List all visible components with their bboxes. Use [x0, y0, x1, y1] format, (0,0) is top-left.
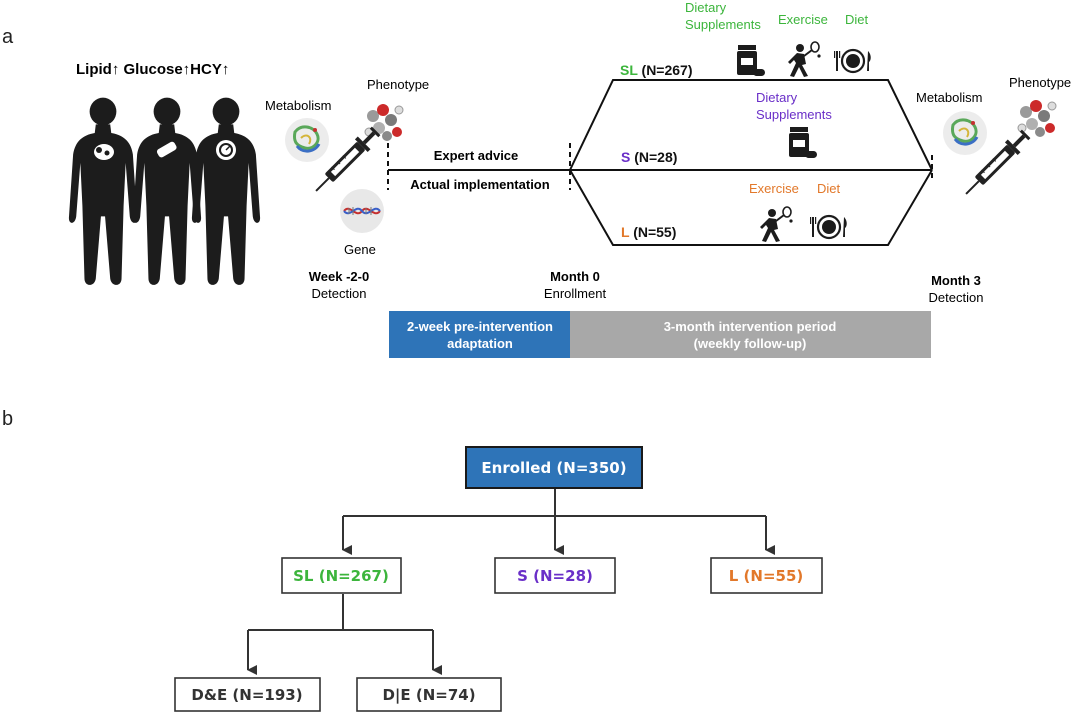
- sl-group-code: SL: [620, 62, 638, 78]
- left-phenotype-label: Phenotype: [367, 77, 429, 92]
- l-branch-line: [569, 169, 933, 246]
- sl-box-label: SL (N=267): [293, 567, 389, 585]
- s-box: [494, 557, 616, 594]
- die-box-count: (N=74): [416, 686, 476, 704]
- risk-factors-label: Lipid↑ Glucose↑HCY↑: [76, 61, 229, 78]
- human-silhouette-icon: [191, 97, 261, 285]
- flowchart-connectors: [247, 488, 775, 675]
- pre-intervention-line1: 2-week pre-intervention: [407, 319, 553, 334]
- enrolled-label: Enrolled (N=350): [481, 459, 626, 477]
- l-group-label: L (N=55): [621, 224, 676, 240]
- l-group-code: L: [621, 224, 630, 240]
- panel-a-label: a: [2, 26, 14, 48]
- plate-icon: [832, 48, 872, 74]
- week-label: Week -2-0: [309, 269, 369, 284]
- left-metabolism-label: Metabolism: [265, 98, 331, 113]
- die-box-prefix: D|E: [382, 686, 415, 705]
- die-box: [356, 677, 502, 712]
- de-box-count: (N=193): [232, 686, 302, 704]
- human-silhouette-icon: [68, 97, 138, 285]
- enrolled-box: [465, 446, 643, 489]
- expert-advice-label: Expert advice: [434, 148, 519, 163]
- s-group-count: (N=28): [630, 149, 677, 165]
- right-metabolism-label: Metabolism: [916, 90, 982, 105]
- pre-intervention-line2: adaptation: [447, 336, 513, 351]
- s-box-label: S (N=28): [517, 567, 593, 585]
- intervention-period-bar: [570, 311, 931, 358]
- sl-branch-line: [569, 79, 933, 171]
- l-tag-diet: Diet: [817, 181, 841, 196]
- intervention-period-line2: (weekly follow-up): [694, 336, 807, 351]
- s-group-code: S: [621, 149, 630, 165]
- runner-icon: [759, 206, 794, 243]
- l-box-label: L (N=55): [729, 567, 804, 585]
- dna-icon: [339, 188, 385, 234]
- protein-icon: [283, 116, 331, 164]
- right-phenotype-label: Phenotype: [1009, 75, 1071, 90]
- die-box-label: D|E (N=74): [382, 686, 475, 705]
- left-gene-label: Gene: [344, 242, 376, 257]
- month0-sub-label: Enrollment: [544, 286, 607, 301]
- sl-box: [281, 557, 402, 594]
- de-box-label: D&E (N=193): [191, 686, 302, 704]
- pre-intervention-bar: [389, 311, 570, 358]
- human-silhouette-icon: [132, 97, 202, 285]
- sl-tag-supplements: Supplements: [685, 17, 761, 32]
- sl-group-label: SL (N=267): [620, 62, 693, 78]
- plate-icon: [808, 214, 848, 240]
- month3-sub-label: Detection: [929, 290, 984, 305]
- panel-b-label: b: [2, 408, 13, 430]
- protein-icon: [941, 109, 989, 157]
- actual-implementation-label: Actual implementation: [410, 177, 549, 192]
- intervention-period-line1: 3-month intervention period: [664, 319, 837, 334]
- de-box: [174, 677, 321, 712]
- s-group-label: S (N=28): [621, 149, 677, 165]
- sl-tag-diet: Diet: [845, 12, 869, 27]
- runner-icon: [787, 41, 822, 78]
- month0-label: Month 0: [550, 269, 600, 284]
- l-group-count: (N=55): [629, 224, 676, 240]
- pill-bottle-icon: [737, 45, 765, 76]
- de-box-prefix: D&E: [191, 686, 232, 704]
- pill-bottle-icon: [789, 127, 817, 158]
- s-tag-supplements: Supplements: [756, 107, 832, 122]
- week-sub-label: Detection: [312, 286, 367, 301]
- s-tag-dietary: Dietary: [756, 90, 798, 105]
- l-tag-exercise: Exercise: [749, 181, 799, 196]
- month3-label: Month 3: [931, 273, 981, 288]
- sl-tag-exercise: Exercise: [778, 12, 828, 27]
- sl-tag-dietary: Dietary: [685, 0, 727, 15]
- l-box: [710, 557, 823, 594]
- sl-group-count: (N=267): [638, 62, 693, 78]
